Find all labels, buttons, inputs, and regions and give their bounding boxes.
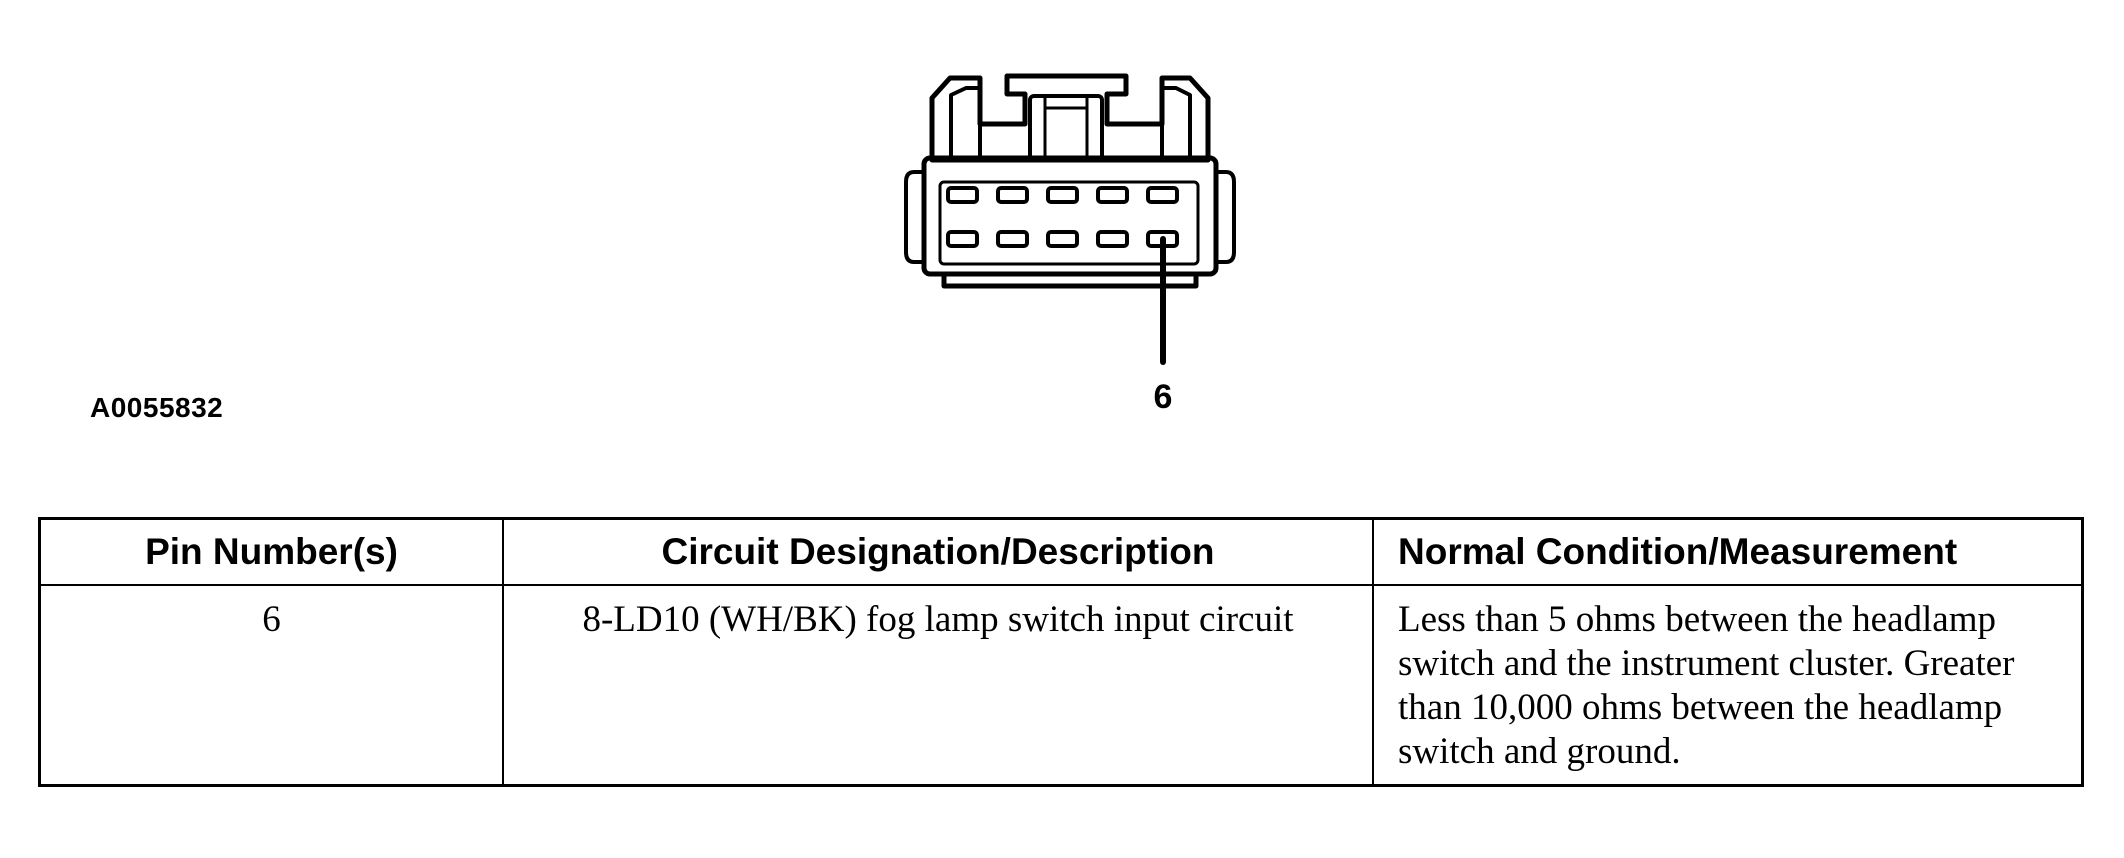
pin-cavity: [1046, 186, 1079, 204]
cell-normal-condition: Less than 5 ohms between the headlamp sw…: [1372, 584, 2084, 787]
header-circuit-designation: Circuit Designation/Description: [502, 517, 1374, 586]
cell-pin-number: 6: [38, 584, 504, 787]
pin-cavity: [996, 230, 1029, 248]
cell-circuit-description: 8-LD10 (WH/BK) fog lamp switch input cir…: [502, 584, 1374, 787]
pin-row-bottom: [946, 230, 1179, 248]
pin-6-callout: 6: [1154, 378, 1173, 416]
pin-cavity: [1096, 230, 1129, 248]
latch: [1028, 94, 1104, 162]
pin-cavity: [996, 186, 1029, 204]
right-tab: [1160, 86, 1192, 162]
connector-diagram: 6: [904, 73, 1236, 416]
pin-table: Pin Number(s) Circuit Designation/Descri…: [38, 517, 2084, 787]
pin-cavity: [1046, 230, 1079, 248]
pin-cavity: [1146, 186, 1179, 204]
pin-cavity: [1096, 186, 1129, 204]
figure-id: A0055832: [90, 392, 224, 423]
pin-row-top: [946, 186, 1179, 204]
table-header-row: Pin Number(s) Circuit Designation/Descri…: [38, 517, 2084, 586]
pin-cavity: [946, 186, 979, 204]
left-tab: [949, 86, 982, 162]
left-ear: [904, 170, 926, 264]
right-ear: [1214, 170, 1236, 264]
header-normal-condition: Normal Condition/Measurement: [1372, 517, 2084, 586]
latch-detail: [1043, 94, 1089, 162]
table-row: 6 8-LD10 (WH/BK) fog lamp switch input c…: [38, 584, 2084, 787]
pin-cavity: [946, 230, 979, 248]
header-pin-numbers: Pin Number(s): [38, 517, 504, 586]
connector-body: [921, 155, 1219, 277]
pin-recess: [938, 180, 1200, 266]
bottom-rail: [941, 271, 1199, 289]
